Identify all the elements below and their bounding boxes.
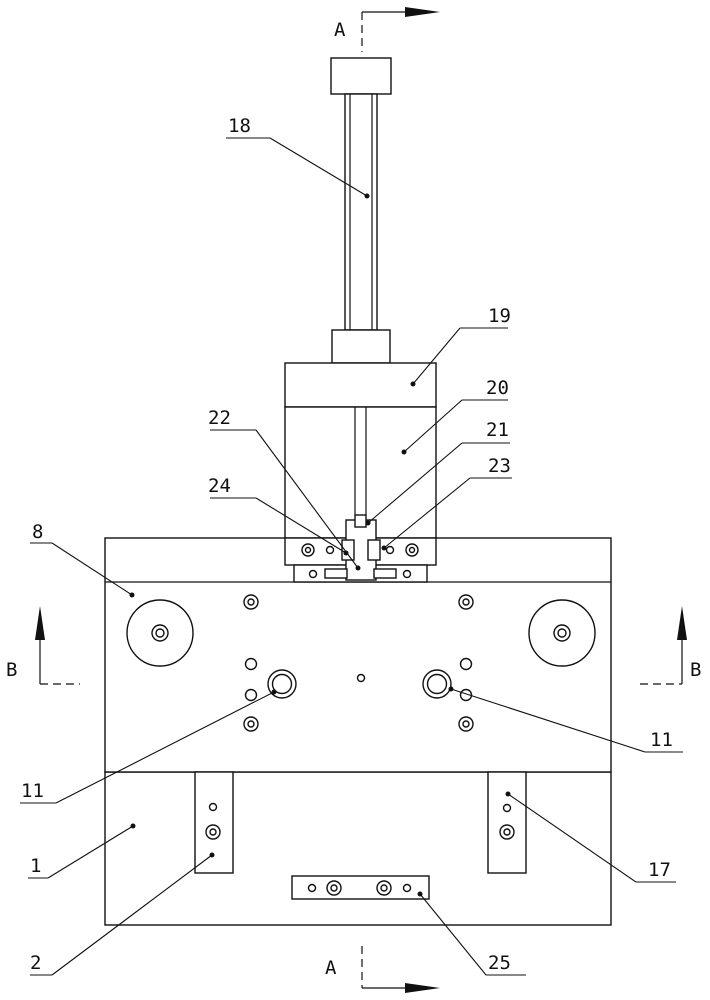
section-mark-b-right: B	[640, 606, 701, 685]
callout-label-17: 17	[648, 859, 671, 881]
callout-24: 24	[208, 475, 349, 556]
callout-label-19: 19	[488, 305, 511, 327]
locating-pin-right	[422, 669, 452, 699]
callout-label-1: 1	[30, 855, 41, 877]
callout-19: 19	[410, 305, 511, 387]
section-mark-a-bottom: A	[325, 946, 440, 993]
callout-17: 17	[505, 791, 676, 883]
cylinder-rod-assembly	[330, 57, 392, 364]
main-plate-bolts	[243, 594, 474, 732]
callout-label-8: 8	[32, 521, 43, 543]
callout-23: 23	[381, 455, 512, 551]
callout-2: 2	[30, 852, 215, 976]
callout-label-11-left: 11	[21, 780, 44, 802]
callout-label-21: 21	[486, 419, 509, 441]
callout-label-18: 18	[228, 115, 251, 137]
section-mark-a-top: A	[334, 7, 440, 52]
section-label-b-left: B	[6, 659, 17, 681]
base-plate	[104, 771, 612, 926]
callout-18: 18	[226, 115, 370, 199]
callout-label-20: 20	[486, 377, 509, 399]
callout-8: 8	[30, 521, 135, 598]
callout-11-right: 11	[448, 686, 683, 753]
callout-11-left: 11	[20, 689, 277, 804]
callout-label-22: 22	[208, 407, 231, 429]
section-mark-b-left: B	[6, 606, 80, 685]
callout-label-24: 24	[208, 475, 231, 497]
callout-label-2: 2	[30, 952, 41, 974]
callout-21: 21	[365, 419, 510, 526]
bottom-strip	[291, 875, 430, 900]
callout-label-25: 25	[488, 952, 511, 974]
section-label-b-right: B	[690, 659, 701, 681]
section-label-a-bottom: A	[325, 957, 337, 979]
right-roller	[528, 599, 596, 667]
callout-20: 20	[401, 377, 509, 455]
callout-1: 1	[28, 823, 136, 879]
section-label-a-top: A	[334, 19, 346, 41]
callout-25: 25	[417, 891, 526, 976]
callout-22: 22	[208, 407, 361, 571]
left-roller	[126, 599, 194, 667]
callout-label-23: 23	[488, 455, 511, 477]
right-bracket	[487, 771, 527, 874]
callout-label-11-right: 11	[650, 729, 673, 751]
locating-pin-left	[267, 669, 297, 699]
left-bracket	[194, 771, 234, 874]
